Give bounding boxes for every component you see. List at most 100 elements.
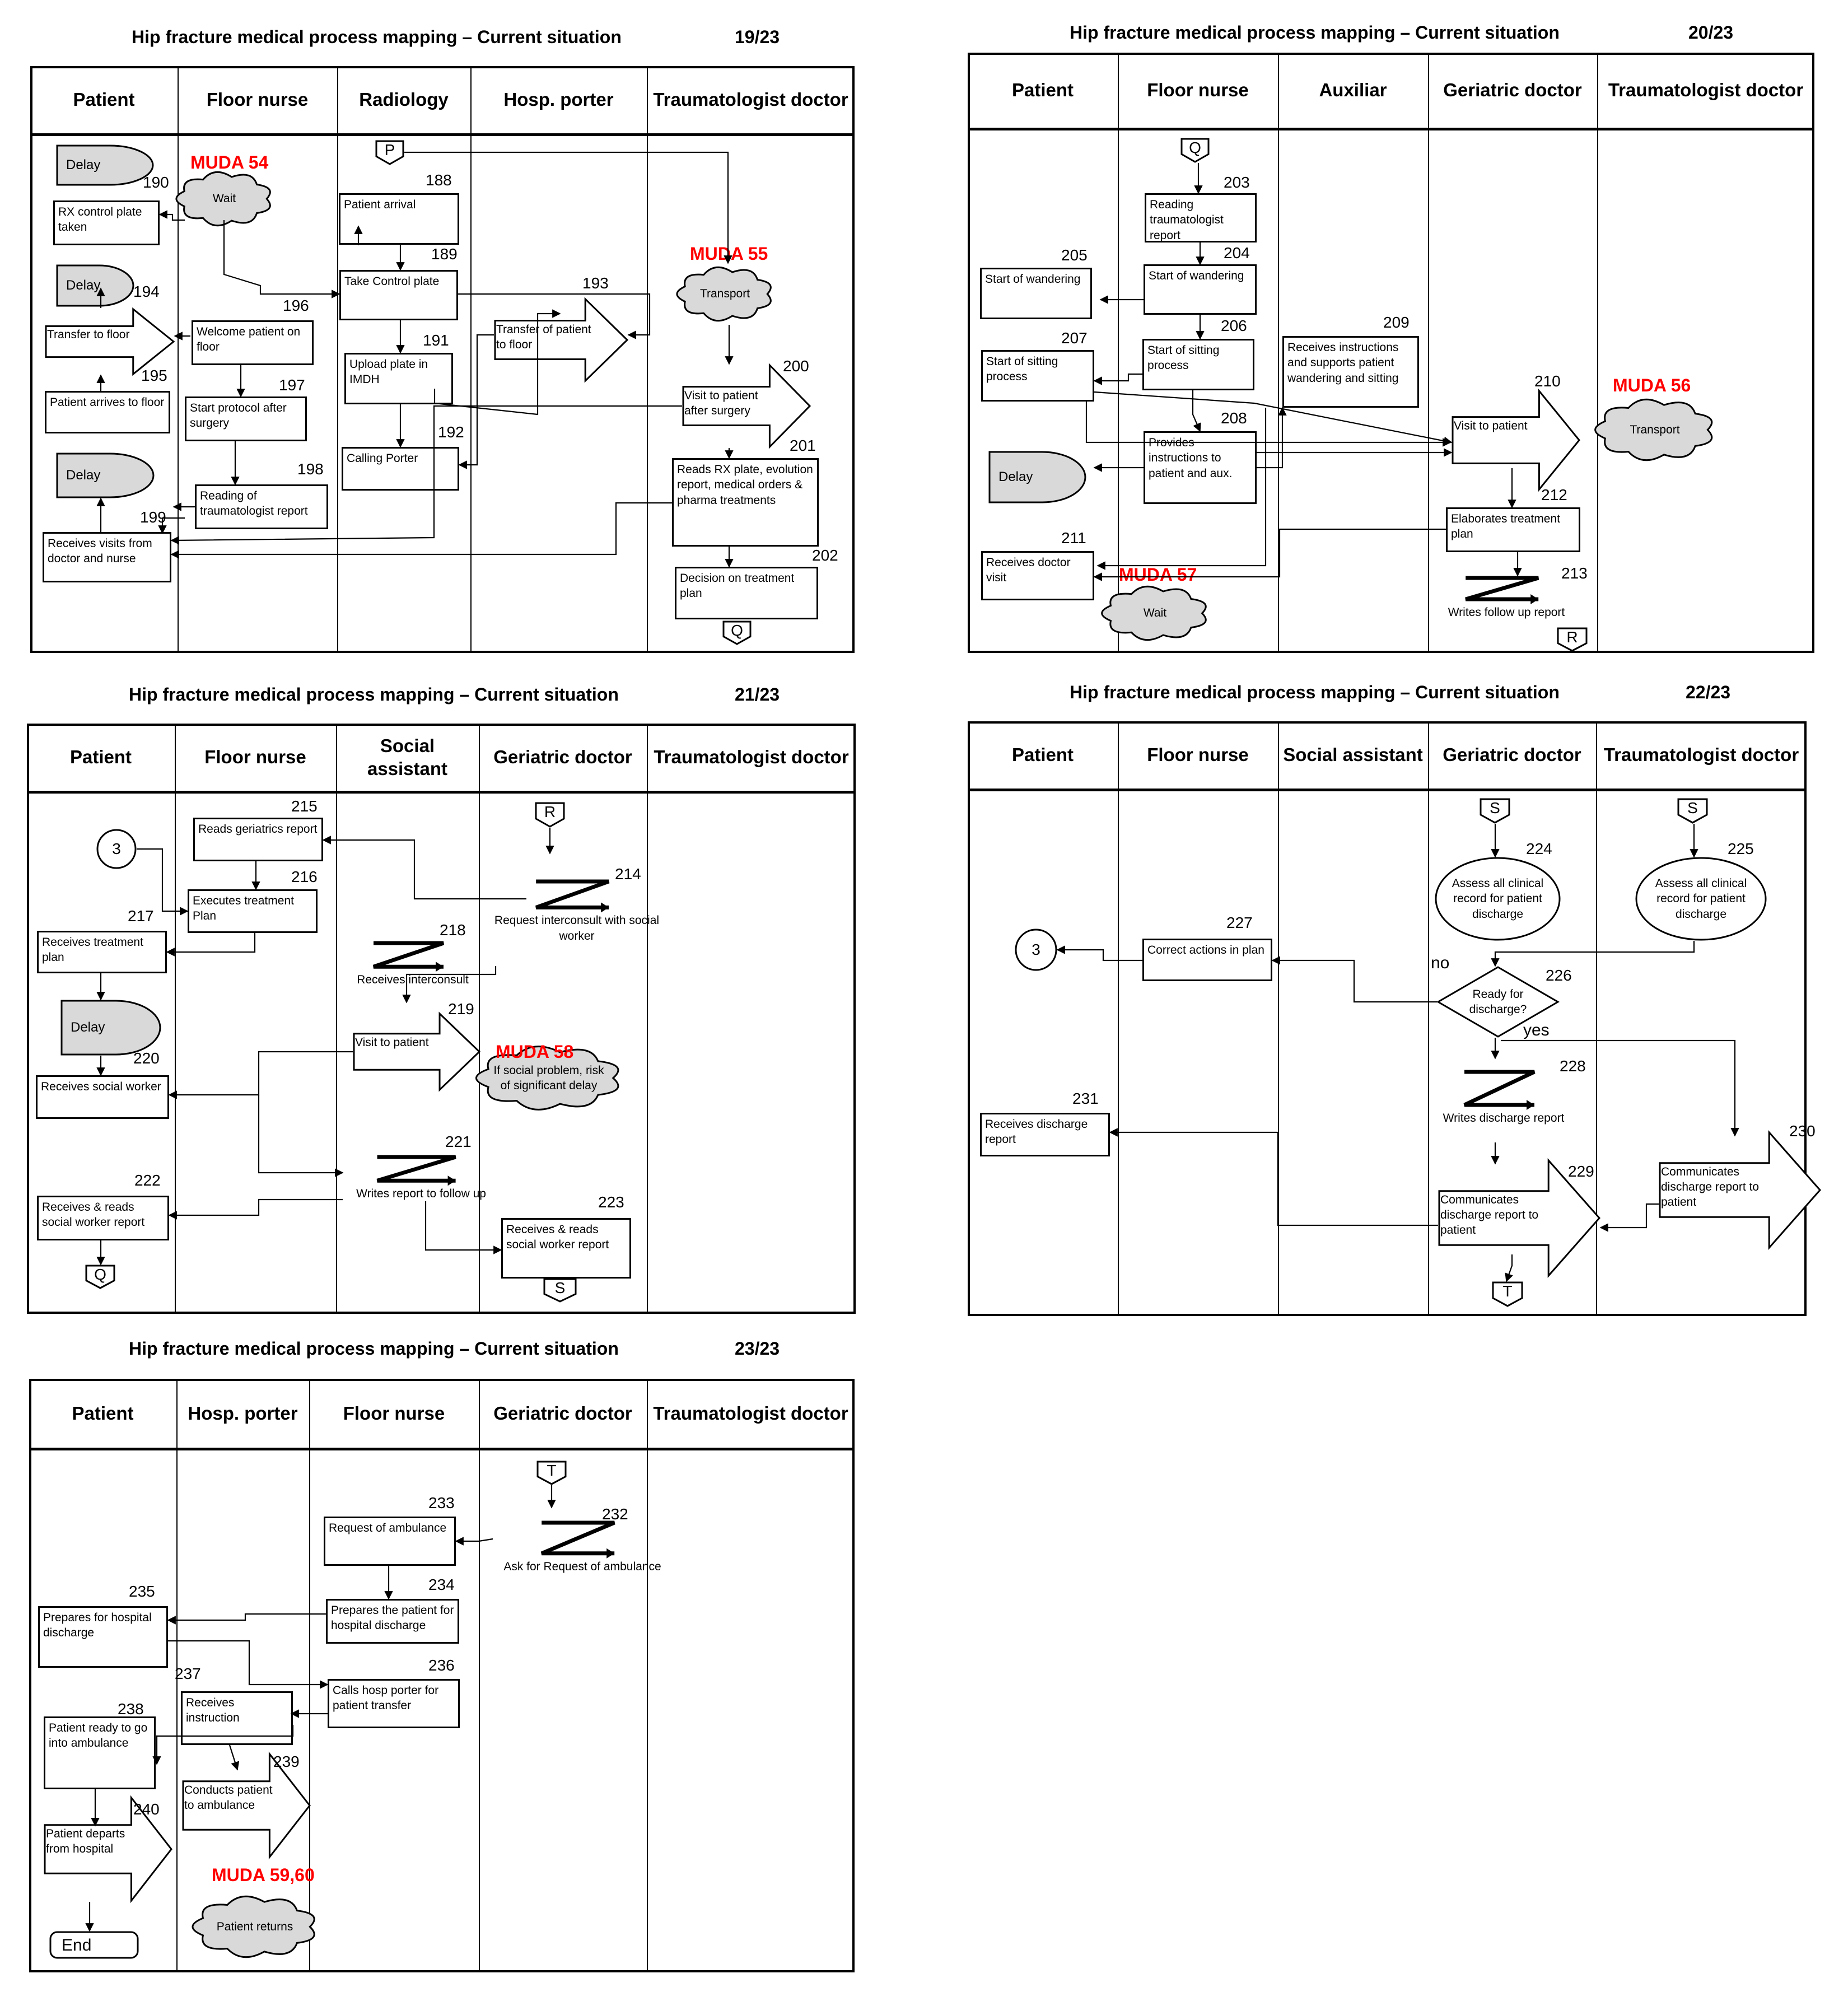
process-box: Receives & reads social worker report (37, 1196, 169, 1240)
page-number: 19/23 (735, 27, 780, 47)
step-number: 237 (175, 1665, 201, 1682)
lane-separator (479, 1379, 480, 1972)
process-box: Start protocol after surgery (185, 396, 307, 441)
lane-header: Floor nurse (204, 747, 306, 768)
step-wait-graphic (1101, 585, 1207, 641)
lane-separator (647, 724, 648, 1314)
shape-label: Writes report to follow up (356, 1187, 486, 1201)
shape-label: Q (94, 1265, 106, 1283)
step-number: 194 (133, 283, 160, 300)
lane-header: Traumatologist doctor (653, 1402, 848, 1424)
step-number: 188 (426, 171, 452, 189)
lane-header-divider (30, 133, 855, 136)
lane-header-divider (968, 789, 1807, 791)
offpage-connector: T (536, 1461, 567, 1485)
muda-label: MUDA 55 (690, 244, 768, 264)
process-box: Patient arrival (339, 193, 459, 245)
step-if-social-problem-risk-of-significant-delay-graphic (475, 1046, 619, 1111)
step-delay-graphic (56, 264, 134, 307)
lane-separator (1118, 721, 1119, 1316)
shape-label: Assess all clinical record for patient d… (1655, 877, 1747, 921)
muda-cloud: Wait (1098, 582, 1212, 644)
process-box: Reads geriatrics report (193, 818, 323, 861)
step-number: 236 (428, 1657, 455, 1674)
step-226-graphic (1436, 966, 1560, 1038)
lane-separator (1596, 721, 1597, 1316)
process-box: Request of ambulance (324, 1517, 456, 1566)
lane-header: Patient (1011, 80, 1074, 101)
step-210-graphic (1452, 388, 1580, 492)
shape-label: Delay (66, 278, 101, 293)
process-box: Start of sitting process (1142, 339, 1254, 390)
step-239-graphic (182, 1751, 311, 1860)
page-number: 23/23 (735, 1338, 780, 1359)
shape-label: T (1502, 1282, 1513, 1300)
shape-label: Q (1189, 139, 1201, 156)
shape-label: Transport (699, 287, 750, 301)
step-224-graphic (1435, 857, 1561, 941)
step-number: 232 (602, 1505, 628, 1523)
process-box: Take Control plate (339, 270, 458, 320)
step-number: 233 (428, 1494, 455, 1512)
step-number: 199 (140, 509, 166, 526)
delay-shape: Delay (60, 1000, 161, 1056)
shape-label: Wait (1143, 607, 1167, 620)
step-number: 238 (118, 1700, 144, 1718)
document-z-symbol: Receives interconsult (343, 941, 483, 1002)
delay-shape: Delay (56, 144, 154, 186)
step-number: 227 (1226, 914, 1253, 931)
delay-shape: Delay (988, 451, 1086, 503)
page-title: Hip fracture medical process mapping – C… (129, 1338, 619, 1359)
step-number: 205 (1061, 246, 1088, 264)
process-box: Executes treatment Plan (188, 889, 318, 933)
step-number: 202 (812, 547, 838, 564)
step-number: 203 (1224, 174, 1250, 191)
lane-header: Patient (73, 89, 135, 110)
lane-header: Floor nurse (343, 1402, 445, 1424)
step-200-graphic (682, 363, 811, 449)
step-number: 213 (1561, 565, 1588, 582)
process-box: Receives & reads social worker report (501, 1218, 631, 1279)
page-number: 21/23 (735, 684, 780, 705)
step-number: 200 (783, 357, 809, 375)
process-box: Reading of traumatologist report (195, 484, 328, 529)
step-number: 191 (423, 332, 449, 349)
shape-label: End (62, 1935, 92, 1954)
shape-label: If social problem, risk of significant d… (493, 1063, 604, 1092)
process-box: Start of sitting process (981, 350, 1094, 402)
page-title: Hip fracture medical process mapping – C… (132, 27, 622, 47)
process-box: Prepares the patient for hospital discha… (326, 1599, 459, 1644)
muda-cloud: Transport (1590, 395, 1719, 465)
shape-label: Delay (66, 157, 101, 173)
shape-label: Transport (1630, 423, 1680, 436)
step-number: 201 (790, 437, 816, 454)
lane-header: Geriatric doctor (1443, 80, 1582, 101)
step-230-graphic (1659, 1130, 1821, 1250)
step-t-graphic (1492, 1281, 1523, 1307)
shape-label: Delay (71, 1020, 105, 1035)
lane-header: Floor nurse (1147, 744, 1249, 766)
step-s-graphic (1480, 798, 1510, 824)
step-number: 204 (1224, 244, 1250, 262)
step-q-graphic (722, 621, 752, 645)
step-number: 224 (1526, 840, 1552, 857)
step-transport-graphic (1594, 398, 1713, 461)
step-214-graphic (535, 879, 610, 913)
step-240-graphic (44, 1795, 172, 1904)
lane-header-divider (27, 791, 856, 794)
step-delay-graphic (988, 451, 1086, 503)
process-box: Receives instruction (181, 1691, 293, 1745)
muda-cloud: Transport (673, 263, 777, 325)
delay-shape: Delay (56, 452, 155, 498)
page-link-circle: 3 (1015, 929, 1057, 971)
offpage-connector: S (543, 1278, 577, 1303)
process-box: Reading traumatologist report (1145, 193, 1257, 242)
lane-header-divider (29, 1448, 855, 1450)
process-box: Receives doctor visit (981, 551, 1094, 600)
assessment-ellipse: Assess all clinical record for patient d… (1435, 857, 1561, 941)
offpage-connector: P (375, 140, 404, 165)
step-number: 209 (1383, 314, 1410, 331)
lane-separator (178, 66, 179, 653)
step-number: 221 (445, 1133, 472, 1150)
transfer-arrow: Transfer to floor (45, 307, 175, 376)
